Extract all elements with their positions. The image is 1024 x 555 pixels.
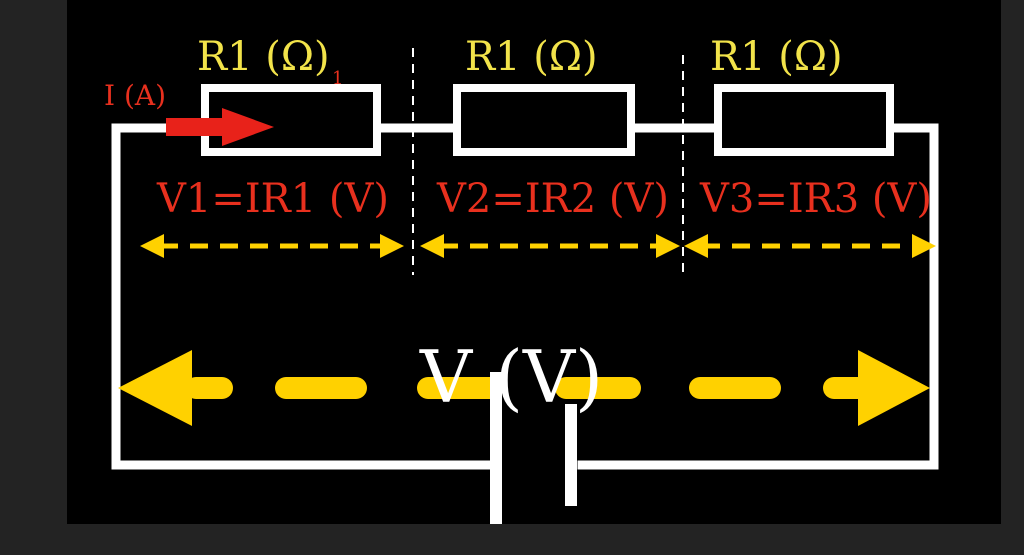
- stray-mark: 1: [332, 68, 343, 89]
- section-separators: [412, 48, 684, 278]
- drop-arrows: [140, 234, 936, 258]
- resistor-label-2: R1 (Ω): [465, 34, 598, 80]
- circuit-wires: [111, 123, 939, 470]
- voltage-drop-label-1: V1=IR1 (V): [156, 176, 389, 222]
- drop-arrow-3: [684, 234, 936, 258]
- voltage-drop-label-3: V3=IR3 (V): [699, 176, 932, 222]
- current-arrow: [166, 108, 274, 146]
- resistor-label-1: R1 (Ω): [197, 34, 330, 80]
- resistor-label-3: R1 (Ω): [710, 34, 843, 80]
- voltage-drop-label-2: V2=IR2 (V): [436, 176, 669, 222]
- drop-arrow-1: [140, 234, 404, 258]
- wire-left-bottom: [111, 123, 492, 470]
- source-voltage-arrow: [118, 350, 930, 426]
- drop-arrow-2: [420, 234, 680, 258]
- resistor-2: [453, 84, 635, 156]
- wire-right-bottom: [577, 123, 939, 470]
- resistors: [201, 84, 894, 156]
- big-arrow-left-head: [118, 350, 192, 426]
- current-label: I (A): [104, 79, 166, 112]
- resistor-3: [714, 84, 894, 156]
- big-arrow-right-head: [858, 350, 930, 426]
- battery: [490, 372, 577, 524]
